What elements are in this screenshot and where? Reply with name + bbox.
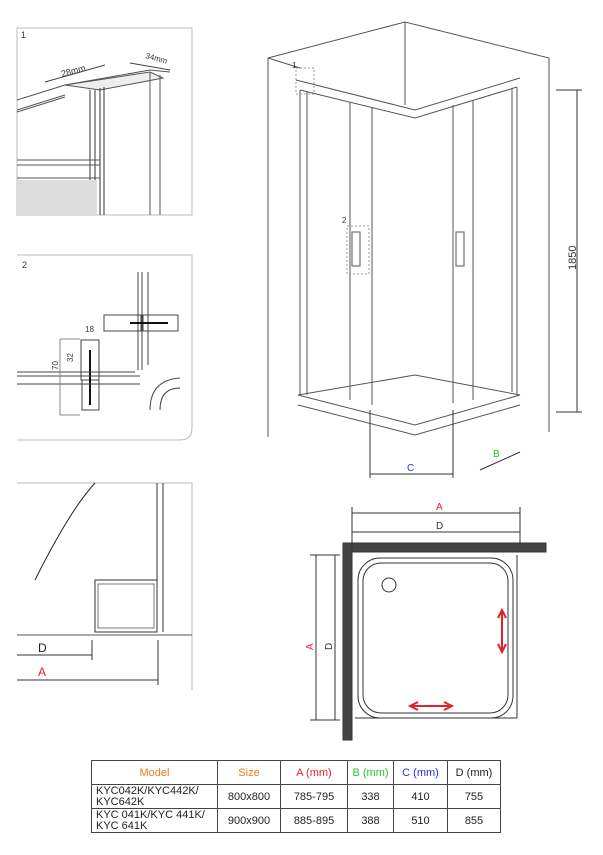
- model-line: KYC 641K: [96, 819, 148, 832]
- cell-d: 855: [447, 808, 501, 833]
- model-line: KYC042K/KYC442K/: [96, 784, 199, 797]
- detail-1-label: 1: [21, 30, 26, 40]
- detail-3-panel: D A: [17, 482, 193, 690]
- model-line: KYC642K: [96, 795, 145, 808]
- header-a: A (mm): [280, 760, 348, 785]
- label-a: A: [38, 665, 46, 679]
- header-model: Model: [91, 760, 218, 785]
- label-b: B: [493, 449, 500, 460]
- sliding-arrow-horizontal: [407, 701, 455, 711]
- label-c: C: [407, 463, 414, 474]
- cell-b: 338: [347, 784, 394, 809]
- cell-model: KYC 041K/KYC 441K/KYC 641K: [91, 808, 218, 833]
- table-row: KYC042K/KYC442K/KYC642K 800x800 785-795 …: [91, 784, 501, 809]
- header-b: B (mm): [347, 760, 394, 785]
- detail-2-panel: 2 70 32 18: [17, 254, 193, 441]
- sliding-arrow-vertical: [497, 607, 507, 655]
- callout-1: 1: [292, 61, 297, 70]
- plan-label-d-top: D: [436, 521, 443, 532]
- plan-label-a-top: A: [436, 502, 443, 513]
- cell-a: 785-795: [280, 784, 348, 809]
- dim-70: 70: [51, 361, 60, 370]
- dim-28mm: 28mm: [60, 63, 87, 79]
- label-d: D: [38, 641, 47, 655]
- cell-a: 885-895: [280, 808, 348, 833]
- spec-table: Model Size A (mm) B (mm) C (mm) D (mm) K…: [91, 760, 501, 833]
- model-line: KYC 041K/KYC 441K/: [96, 808, 205, 821]
- cell-c: 510: [393, 808, 448, 833]
- dim-34mm: 34mm: [144, 51, 168, 66]
- cell-d: 755: [447, 784, 501, 809]
- detail-2-label: 2: [22, 260, 27, 270]
- plan-label-a-side: A: [305, 643, 316, 650]
- dim-18: 18: [85, 325, 94, 334]
- header-size: Size: [217, 760, 281, 785]
- shower-enclosure-3d-view: 1850 1 2 C B: [267, 21, 582, 478]
- plan-view: A D A D: [305, 502, 547, 741]
- cell-size: 800x800: [217, 784, 281, 809]
- callout-2: 2: [342, 216, 347, 225]
- dim-32: 32: [66, 353, 75, 362]
- cell-model: KYC042K/KYC442K/KYC642K: [91, 784, 218, 809]
- plan-label-d-side: D: [324, 643, 335, 650]
- detail-1-panel: 1 28mm 34mm: [16, 27, 193, 216]
- cell-c: 410: [393, 784, 448, 809]
- table-header-row: Model Size A (mm) B (mm) C (mm) D (mm): [91, 760, 501, 785]
- height-dim-1850: 1850: [567, 246, 579, 270]
- header-c: C (mm): [393, 760, 448, 785]
- table-row: KYC 041K/KYC 441K/KYC 641K 900x900 885-8…: [91, 808, 501, 833]
- cell-size: 900x900: [217, 808, 281, 833]
- cell-b: 388: [347, 808, 394, 833]
- header-d: D (mm): [447, 760, 501, 785]
